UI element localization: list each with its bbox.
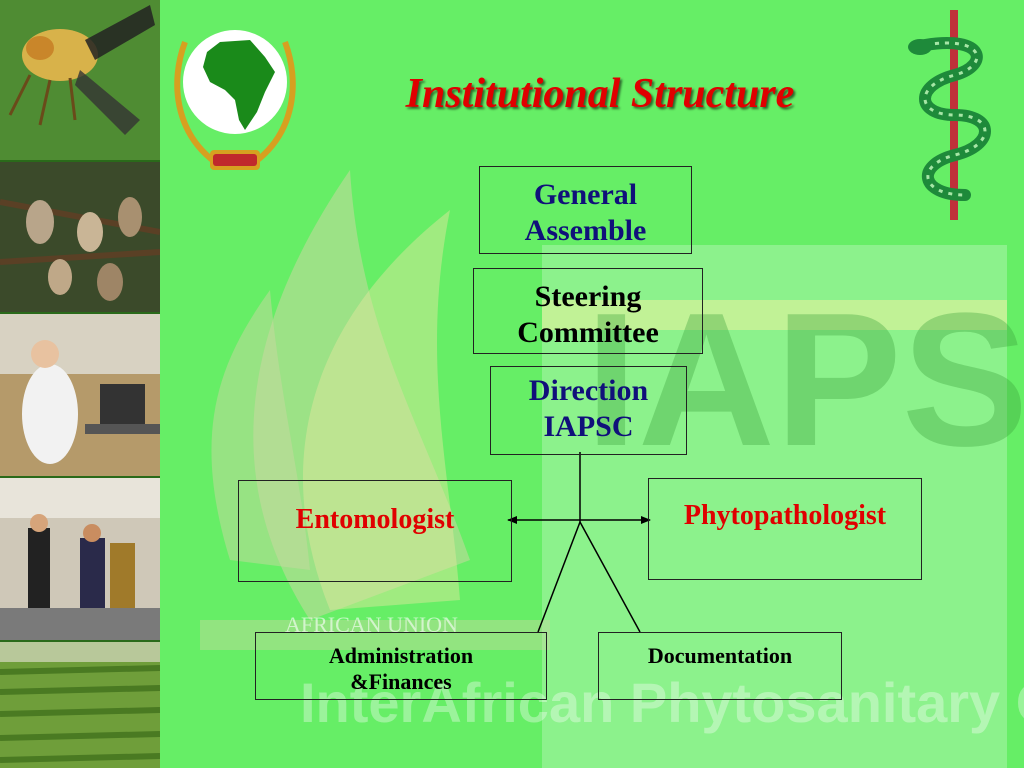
- insect-photo: [0, 0, 160, 162]
- lab-image: [0, 314, 160, 476]
- market-photo: [0, 478, 160, 642]
- birds-image: [0, 162, 160, 312]
- field-photo: [0, 642, 160, 768]
- general-assemble-line1: General: [480, 177, 691, 213]
- staff-serpent-icon: [895, 5, 1010, 225]
- administration-line1: Administration: [256, 643, 546, 669]
- general-assemble-line2: Assemble: [480, 213, 691, 249]
- steering-committee-line1: Steering: [474, 279, 702, 315]
- direction-box: Direction IAPSC: [490, 366, 687, 455]
- documentation-label: Documentation: [599, 643, 841, 669]
- general-assemble-box: General Assemble: [479, 166, 692, 254]
- direction-line1: Direction: [491, 373, 686, 409]
- birds-photo: [0, 162, 160, 314]
- entomologist-label: Entomologist: [239, 503, 511, 537]
- lab-photo: [0, 314, 160, 478]
- line-to-administration: [538, 522, 580, 632]
- field-image: [0, 642, 160, 768]
- steering-committee-line2: Committee: [474, 315, 702, 351]
- administration-box: Administration &Finances: [255, 632, 547, 700]
- african-union-emblem: [165, 2, 305, 177]
- page-title: Institutional Structure: [305, 70, 895, 118]
- fly-image: [0, 0, 160, 160]
- steering-committee-box: Steering Committee: [473, 268, 703, 354]
- market-image: [0, 478, 160, 640]
- photo-strip: [0, 0, 160, 768]
- phytopathologist-label: Phytopathologist: [649, 499, 921, 533]
- documentation-box: Documentation: [598, 632, 842, 700]
- entomologist-box: Entomologist: [238, 480, 512, 582]
- phytopathologist-box: Phytopathologist: [648, 478, 922, 580]
- direction-line2: IAPSC: [491, 409, 686, 445]
- administration-line2: &Finances: [256, 669, 546, 695]
- line-to-documentation: [580, 522, 640, 632]
